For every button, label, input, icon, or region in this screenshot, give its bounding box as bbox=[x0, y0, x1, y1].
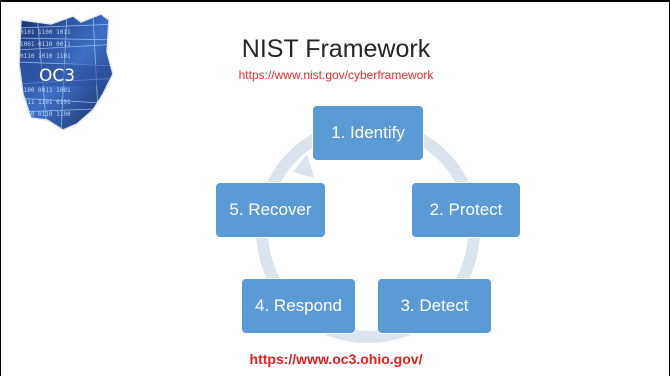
svg-text:0011 1101 0101: 0011 1101 0101 bbox=[20, 99, 71, 106]
svg-text:1001 0110 0011: 1001 0110 0011 bbox=[20, 41, 71, 48]
step-identify: 1. Identify bbox=[312, 105, 424, 161]
svg-text:0110 1010 1101: 0110 1010 1101 bbox=[20, 53, 71, 60]
nist-framework-link[interactable]: https://www.nist.gov/cyberframework bbox=[238, 68, 434, 82]
cycle-arrowhead bbox=[293, 154, 314, 178]
step-detect-label: 3. Detect bbox=[400, 296, 469, 315]
step-recover-label: 5. Recover bbox=[229, 200, 312, 219]
oc3-website-link[interactable]: https://www.oc3.ohio.gov/ bbox=[249, 351, 423, 367]
step-respond-label: 4. Respond bbox=[255, 296, 342, 315]
step-respond: 4. Respond bbox=[241, 278, 356, 334]
logo-text: OC3 bbox=[39, 66, 75, 86]
step-protect: 2. Protect bbox=[411, 182, 521, 238]
svg-text:0101 1100 1011: 0101 1100 1011 bbox=[20, 29, 71, 36]
step-detect: 3. Detect bbox=[377, 278, 492, 334]
svg-text:1100 0011 1001: 1100 0011 1001 bbox=[20, 87, 71, 94]
slide-title: NIST Framework bbox=[241, 35, 431, 63]
step-identify-label: 1. Identify bbox=[331, 123, 405, 142]
step-recover: 5. Recover bbox=[215, 182, 326, 238]
step-protect-label: 2. Protect bbox=[429, 200, 503, 219]
svg-text:1010 0110 1100: 1010 0110 1100 bbox=[20, 111, 71, 118]
oc3-logo: 0101 1100 1011 1001 0110 0011 0110 1010 … bbox=[17, 14, 119, 132]
